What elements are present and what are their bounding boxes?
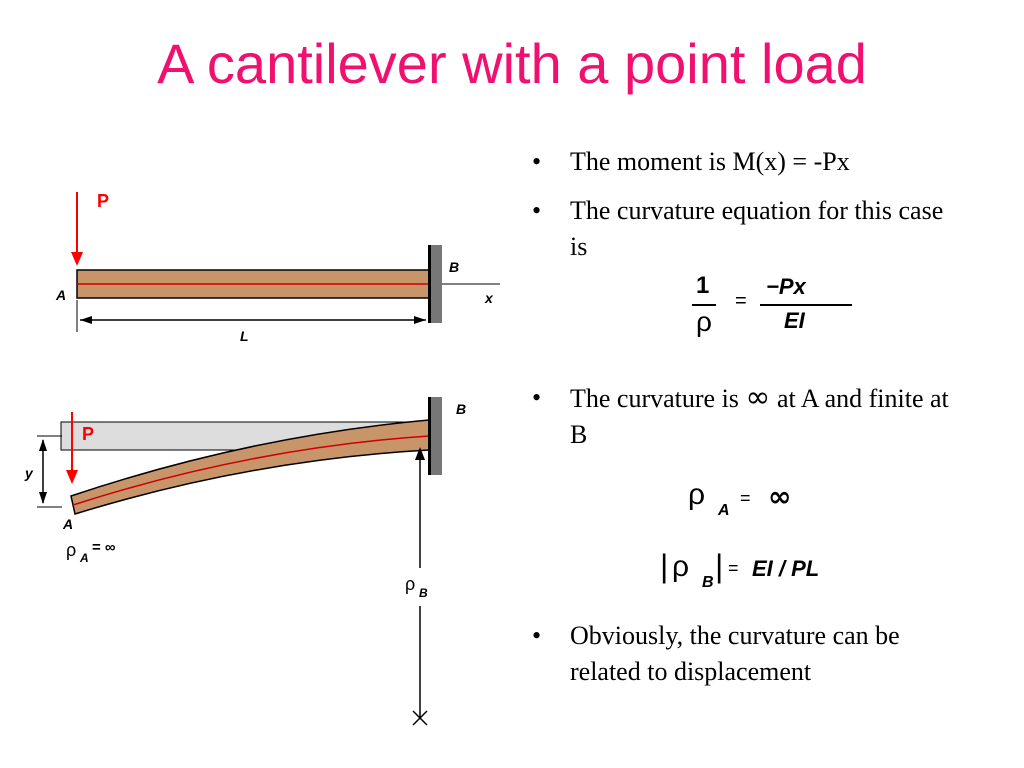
formula-left-denominator: ρ [696, 306, 712, 337]
load-label-top: P [97, 191, 109, 211]
formula-left-numerator: 1 [696, 272, 710, 299]
rho-a-symbol: ρ [688, 478, 706, 511]
rho-b-open-bar: | [660, 548, 669, 584]
load-label-bottom: P [82, 424, 94, 444]
end-b-label-top: B [449, 259, 459, 275]
formula-equals: = [735, 290, 747, 312]
rho-a-subscript: A [718, 502, 730, 519]
deflected-centerline [72, 435, 430, 506]
rho-a-equals: = [740, 488, 751, 508]
rho-b-subscript: B [419, 586, 428, 600]
rho-a-subscript: A [79, 551, 89, 565]
load-arrowhead-top [71, 252, 83, 266]
end-a-label-bottom: A [62, 516, 73, 532]
end-b-label-bottom: B [456, 401, 466, 417]
slide-title: A cantilever with a point load [157, 32, 867, 95]
rho-a-formula: ρ A = ∞ [688, 478, 828, 528]
bullet-text: The curvature equation for this case is [570, 196, 944, 261]
rho-b-equals: = [728, 558, 739, 578]
bullet-marker: • [532, 621, 542, 650]
rho-b-subscript: B [702, 574, 714, 591]
rho-a-symbol: ρ [66, 540, 76, 560]
rho-a-value: = ∞ [92, 539, 116, 556]
bullet-text: Obviously, the curvature can be related … [570, 621, 900, 686]
formula-right-numerator: −Px [766, 274, 806, 299]
bullet-marker: • [532, 196, 542, 225]
rho-a-infinity: ∞ [768, 480, 792, 513]
bullet-text-before: The curvature is [570, 384, 739, 413]
bullet-text: The moment is M(x) = -Px [570, 147, 850, 176]
rho-b-symbol: ρ [405, 574, 415, 594]
top-diagram: P x A B L [55, 191, 500, 344]
rho-b-formula: | ρ B | = EI / PL [660, 548, 860, 598]
wall-bottom [430, 397, 442, 475]
end-a-label-top: A [55, 287, 66, 303]
formula-left-fraction-bar [692, 304, 716, 306]
curvature-formula: 1 ρ = −Px EI [680, 268, 860, 348]
cantilever-diagram: P x A B L B P [24, 191, 500, 726]
bullet-marker: • [532, 147, 542, 176]
deflection-label: y [24, 465, 34, 481]
rho-b-symbol: ρ [672, 550, 690, 583]
infinity-symbol: ∞ [745, 380, 771, 415]
bullet-text-after: at A and finite at B [570, 384, 949, 449]
x-axis-label: x [484, 290, 494, 306]
formula-right-fraction-bar [760, 304, 852, 306]
wall-top [430, 245, 442, 323]
bullet-marker: • [532, 383, 542, 412]
bottom-diagram: B P y A ρ A = ∞ ρ B [24, 397, 466, 726]
load-arrowhead-bottom [66, 470, 78, 484]
rho-b-close-bar: | [715, 548, 724, 584]
rho-b-value: EI / PL [752, 556, 820, 581]
length-label: L [240, 328, 249, 344]
formula-right-denominator: EI [784, 308, 805, 333]
